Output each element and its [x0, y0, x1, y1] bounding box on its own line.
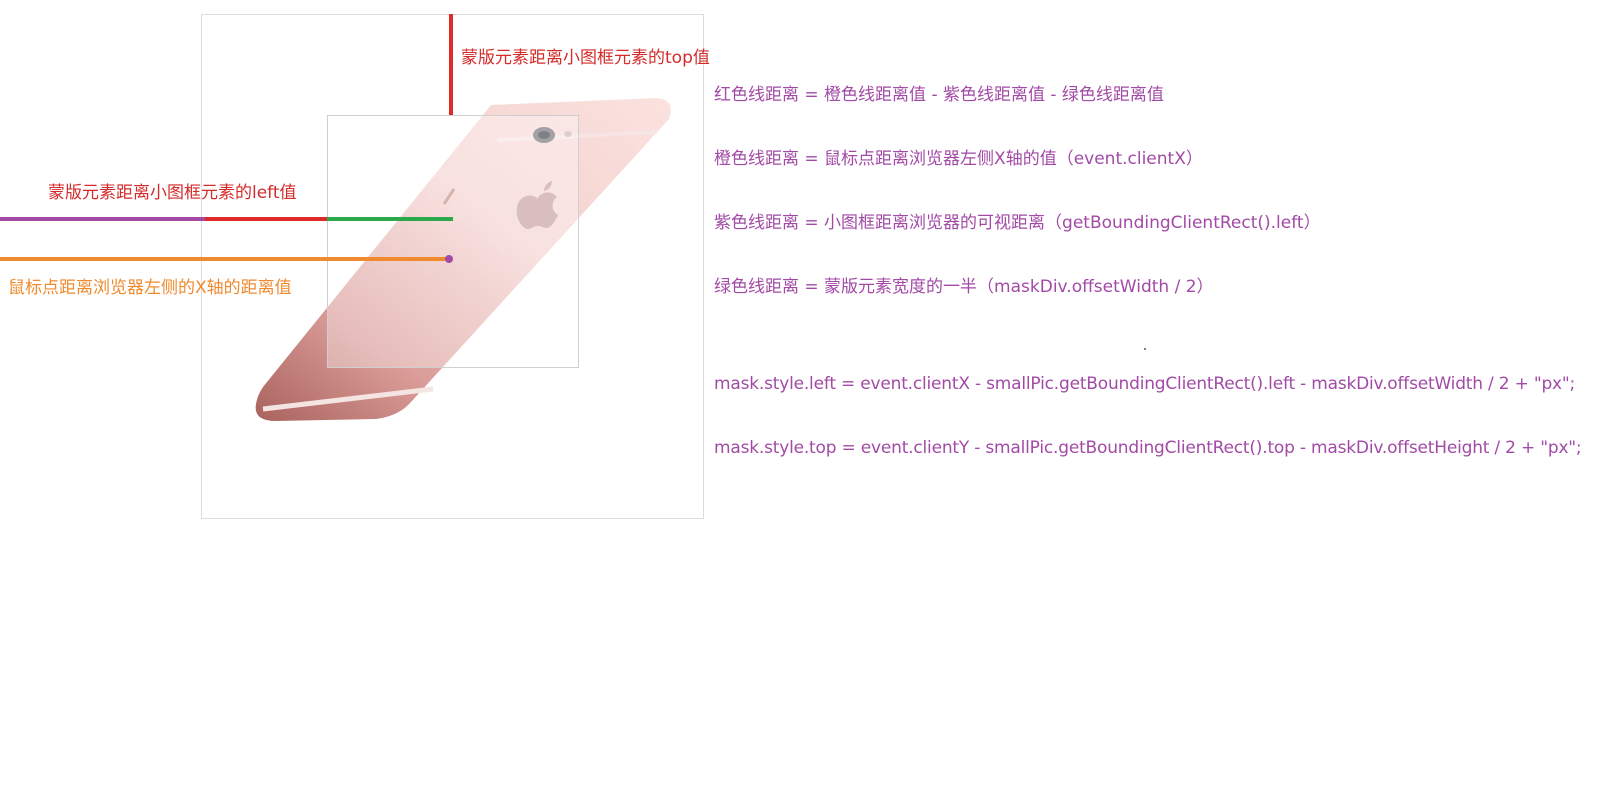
code-line-left: mask.style.left = event.clientX - smallP… — [714, 374, 1576, 394]
equation-green: 绿色线距离 = 蒙版元素宽度的一半（maskDiv.offsetWidth / … — [714, 277, 1214, 297]
code-line-top: mask.style.top = event.clientY - smallPi… — [714, 438, 1582, 458]
equation-red: 红色线距离 = 橙色线距离值 - 紫色线距离值 - 绿色线距离值 — [714, 85, 1164, 105]
purple-line — [0, 217, 205, 221]
mask-box — [327, 115, 579, 368]
red-line-horizontal — [205, 217, 327, 221]
mouse-x-label: 鼠标点距离浏览器左侧的X轴的距离值 — [8, 278, 292, 298]
stray-dot — [1144, 348, 1146, 350]
mask-top-label: 蒙版元素距离小图框元素的top值 — [461, 48, 710, 68]
mouse-point-marker — [445, 255, 453, 263]
green-line — [327, 217, 453, 221]
phone-image — [255, 98, 671, 421]
orange-line — [0, 257, 449, 261]
equation-purple: 紫色线距离 = 小图框距离浏览器的可视距离（getBoundingClientR… — [714, 213, 1321, 233]
red-line-vertical — [449, 14, 453, 115]
mask-left-label: 蒙版元素距离小图框元素的left值 — [48, 183, 297, 203]
equation-orange: 橙色线距离 = 鼠标点距离浏览器左侧X轴的值（event.clientX） — [714, 149, 1203, 169]
